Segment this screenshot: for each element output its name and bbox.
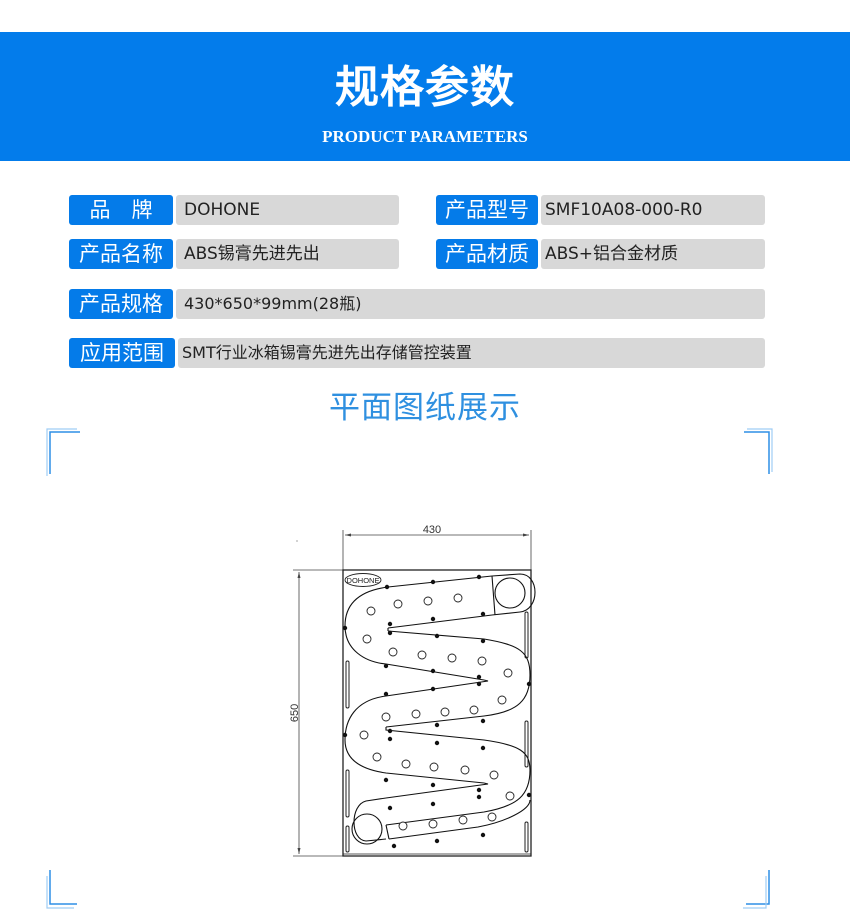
param-value-brand: DOHONE [176, 195, 399, 225]
bottle-cups [351, 577, 526, 845]
drawing-section-title: 平面图纸展示 [329, 390, 521, 426]
width-dimension-label: 430 [423, 524, 441, 536]
param-row-brand: 品 牌 DOHONE [69, 195, 399, 225]
page-subtitle: PRODUCT PARAMETERS [322, 127, 528, 146]
param-value-material: ABS+铝合金材质 [541, 239, 765, 269]
param-label-model: 产品型号 [436, 195, 538, 225]
param-row-model: 产品型号 SMF10A08-000-R0 [436, 195, 765, 225]
param-label-spec: 产品规格 [69, 289, 173, 319]
logo-text: DOHONE [347, 576, 380, 585]
plan-drawing: 430 650 DOHONE [289, 524, 536, 857]
corner-bracket-bottom-left [46, 870, 77, 909]
param-value-model: SMF10A08-000-R0 [541, 195, 765, 225]
param-row-name: 产品名称 ABS锡膏先进先出 [69, 239, 399, 269]
side-slots [345, 611, 529, 853]
param-row-material: 产品材质 ABS+铝合金材质 [436, 239, 765, 269]
corner-bracket-top-left [46, 428, 80, 476]
param-value-spec: 430*650*99mm(28瓶) [176, 289, 765, 319]
corner-bracket-bottom-right [743, 870, 770, 909]
param-value-application: SMT行业冰箱锡膏先进先出存储管控装置 [178, 338, 765, 368]
height-dimension-label: 650 [289, 704, 301, 722]
param-value-name: ABS锡膏先进先出 [176, 239, 399, 269]
param-label-name: 产品名称 [69, 239, 173, 269]
param-row-application: 应用范围 SMT行业冰箱锡膏先进先出存储管控装置 [69, 338, 765, 368]
param-label-brand: 品 牌 [69, 195, 173, 225]
corner-bracket-top-right [744, 428, 773, 474]
dimension-lines [293, 530, 532, 857]
fastener-dots [342, 574, 532, 849]
param-row-spec: 产品规格 430*650*99mm(28瓶) [69, 289, 765, 319]
bottle-holes [359, 593, 515, 831]
param-label-application: 应用范围 [69, 338, 175, 368]
header-banner [0, 32, 850, 161]
page-title: 规格参数 [335, 62, 515, 113]
param-label-material: 产品材质 [436, 239, 538, 269]
